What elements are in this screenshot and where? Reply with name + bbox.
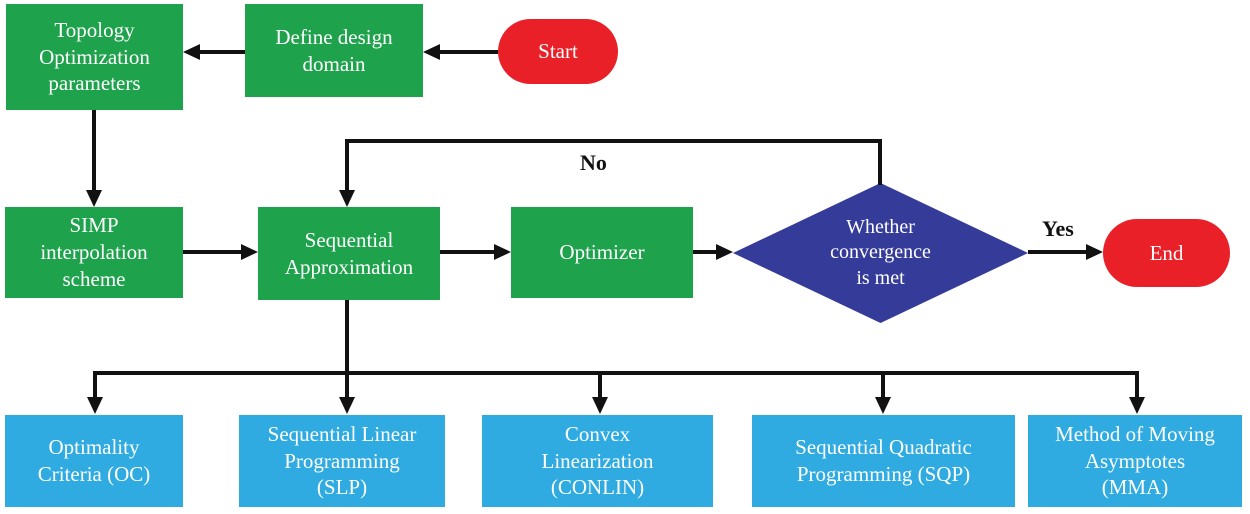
edge-define-to-topology	[190, 50, 245, 54]
edge-topology-to-simp	[92, 110, 96, 193]
node-start: Start	[498, 19, 618, 84]
edge-simp-to-seqapprox	[183, 250, 243, 254]
node-convergence-decision: Whether convergence is met	[733, 183, 1028, 323]
arrowhead-down-icon	[86, 190, 102, 207]
node-sequential-quadratic-programming: Sequential Quadratic Programming (SQP)	[752, 415, 1015, 507]
node-topology-optimization-parameters: Topology Optimization parameters	[6, 4, 183, 110]
edge-branch-mma	[1135, 371, 1139, 399]
edge-branch-slp	[345, 371, 349, 399]
arrowhead-down-icon	[1129, 397, 1145, 414]
edge-branch-oc	[93, 371, 97, 399]
edge-branch-sqp	[881, 371, 885, 399]
edge-no-loop-vertical-right	[878, 141, 882, 185]
edge-no-loop-horizontal	[345, 139, 882, 143]
node-method-of-moving-asymptotes: Method of Moving Asymptotes (MMA)	[1028, 415, 1242, 507]
arrowhead-left-icon	[423, 44, 440, 60]
edge-no-loop-vertical-left	[345, 139, 349, 191]
node-optimality-criteria: Optimality Criteria (OC)	[5, 415, 183, 507]
node-convex-linearization: Convex Linearization (CONLIN)	[482, 415, 713, 507]
edge-seqapprox-down	[345, 300, 349, 375]
arrowhead-right-icon	[494, 244, 511, 260]
arrowhead-down-icon	[339, 190, 355, 207]
node-simp-interpolation-scheme: SIMP interpolation scheme	[5, 207, 183, 298]
edge-start-to-define	[430, 50, 498, 54]
arrowhead-right-icon	[1086, 244, 1103, 260]
edge-branch-conlin	[598, 371, 602, 399]
arrowhead-down-icon	[339, 397, 355, 414]
node-optimizer: Optimizer	[511, 207, 693, 298]
arrowhead-down-icon	[875, 397, 891, 414]
edge-seqapprox-to-optimizer	[440, 250, 496, 254]
edge-label-no: No	[580, 150, 607, 175]
edge-optimizer-to-decision	[693, 250, 718, 254]
node-end: End	[1103, 219, 1230, 287]
arrowhead-down-icon	[87, 397, 103, 414]
node-define-design-domain: Define design domain	[245, 4, 423, 97]
edge-decision-to-end	[1028, 250, 1088, 254]
edge-label-yes: Yes	[1042, 216, 1074, 241]
arrowhead-down-icon	[592, 397, 608, 414]
arrowhead-right-icon	[241, 244, 258, 260]
arrowhead-right-icon	[716, 244, 733, 260]
edge-distribution-line	[93, 371, 1139, 375]
arrowhead-left-icon	[183, 44, 200, 60]
node-sequential-approximation: Sequential Approximation	[258, 207, 440, 300]
node-sequential-linear-programming: Sequential Linear Programming (SLP)	[239, 415, 445, 507]
